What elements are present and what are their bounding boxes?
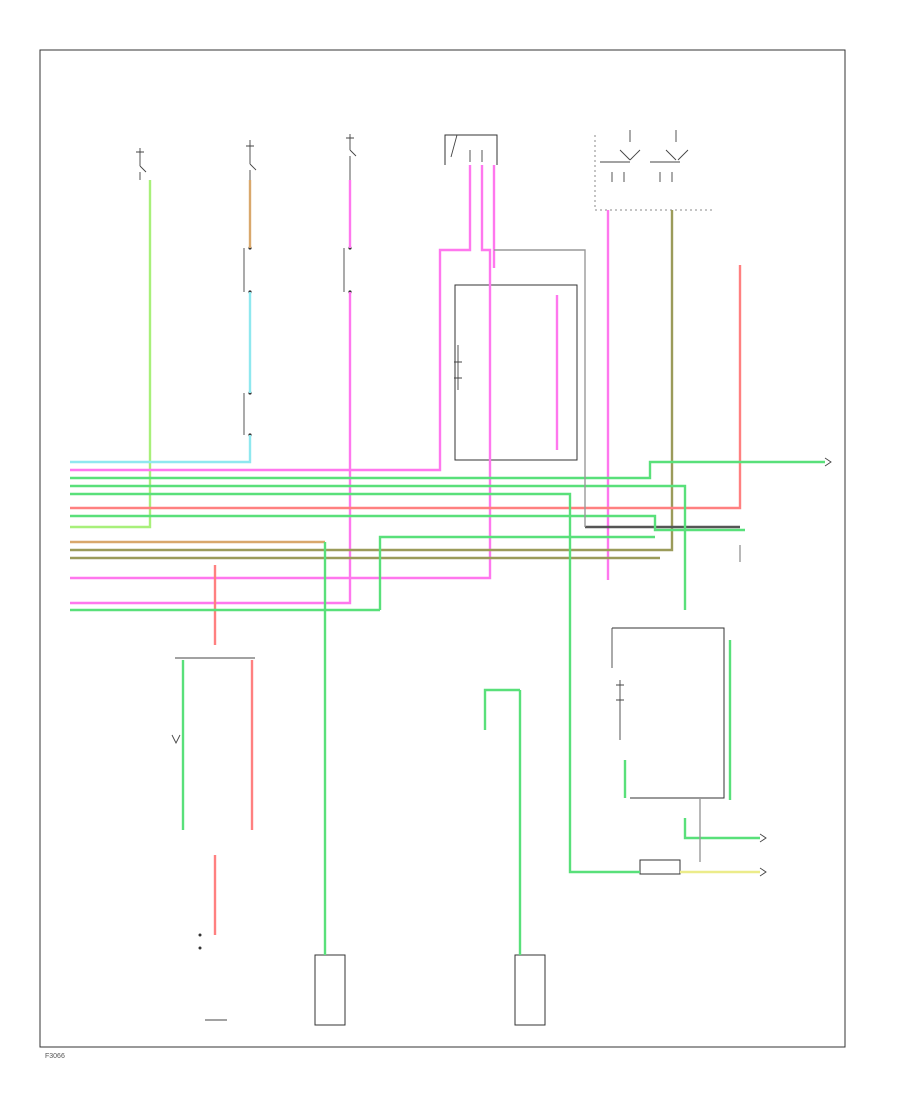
component-brake-switch (346, 134, 357, 180)
component-multifunction-switch (594, 130, 715, 211)
wire-grey-module-center (494, 249, 586, 527)
wire-light-green (70, 180, 152, 529)
wire-green-splice-right (483, 688, 520, 730)
wire-pink-connector-1 (70, 165, 472, 472)
diagram-id-label: F3066 (45, 1053, 65, 1060)
arrow-right-bottom (759, 867, 767, 877)
component-stop-lamp-switch (246, 140, 257, 180)
sensor-bottom-center (314, 954, 346, 1026)
sensor-bottom-left (198, 933, 227, 1021)
arrow-right-top (824, 457, 832, 467)
arrow-right-mid (759, 833, 767, 843)
diagram-frame (39, 49, 846, 1048)
splice-center (343, 246, 352, 294)
splice-left (243, 246, 252, 294)
sensor-bottom-right (514, 954, 546, 1026)
splice-lower-left (243, 391, 252, 437)
wire-green-bus-3 (70, 492, 640, 874)
module-bottom-left (171, 657, 255, 745)
switch-bottom-right (639, 859, 681, 875)
control-module-center (454, 284, 578, 461)
wire-red-right (70, 265, 742, 510)
wire-green-top-bus (70, 460, 825, 480)
wire-olive (70, 210, 674, 552)
wire-green-right-output (683, 818, 760, 840)
component-left-switch (136, 148, 147, 180)
wire-green-bus-4 (70, 514, 745, 532)
component-connector-top (444, 134, 498, 165)
wire-light-blue-bus (70, 435, 252, 464)
wire-green-bottom-right (378, 535, 655, 610)
wire-pink-brake (70, 292, 352, 605)
wire-green-bus-2 (70, 484, 687, 610)
control-module-right (611, 627, 725, 799)
wire-pink-connector-2 (70, 165, 492, 580)
